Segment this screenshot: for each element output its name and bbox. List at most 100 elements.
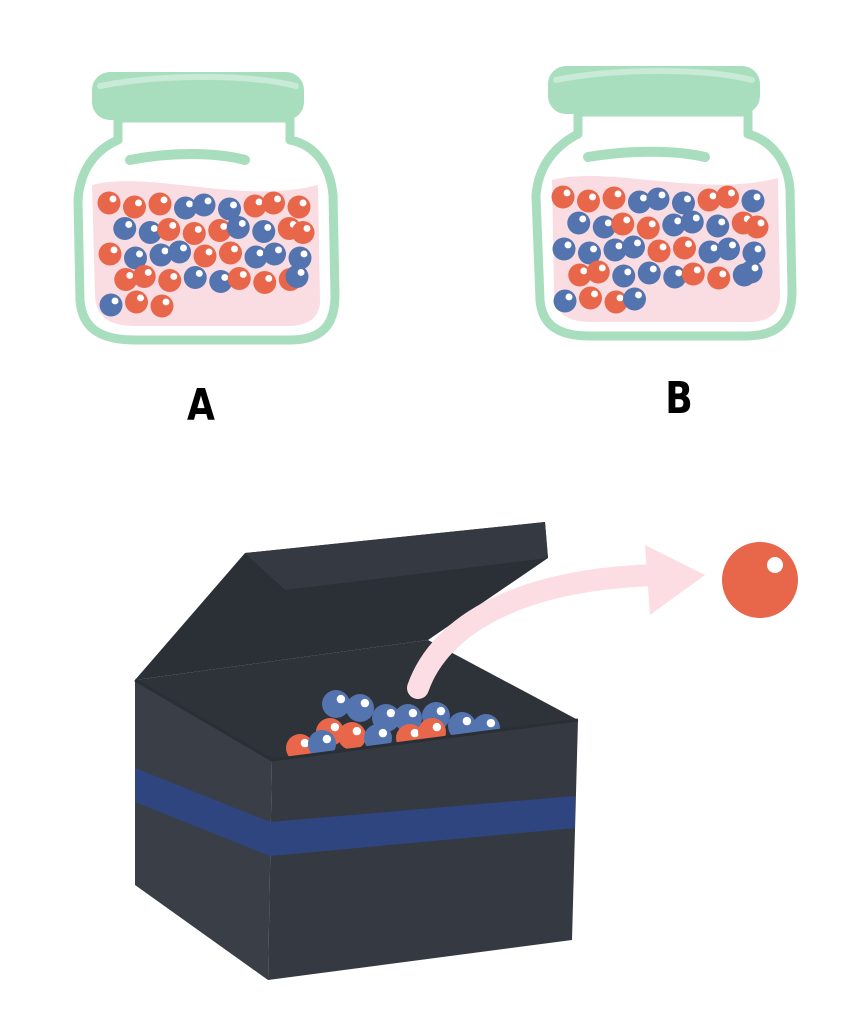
blue-ball (553, 289, 577, 313)
red-ball (219, 241, 242, 265)
box-side (135, 680, 272, 980)
blue-ball (226, 216, 250, 239)
jar-b-shine (583, 146, 710, 162)
box-rim (134, 678, 579, 762)
box-front (268, 720, 578, 980)
red-ball (604, 290, 628, 314)
box-band-front (270, 796, 575, 856)
blue-ball (149, 243, 173, 267)
red-ball-icon (722, 542, 798, 618)
jar-b-label: B (665, 374, 692, 424)
blue-ball (285, 265, 309, 288)
red-ball (193, 244, 217, 268)
box-band-side (135, 768, 270, 856)
red-ball (253, 271, 277, 294)
blue-ball (567, 211, 591, 235)
blue-ball (113, 217, 137, 240)
red-ball (148, 192, 172, 216)
red-ball (611, 212, 635, 236)
blue-ball (706, 214, 730, 238)
blue-ball (646, 187, 670, 211)
red-ball (577, 189, 600, 213)
red-ball (208, 219, 232, 242)
blue-ball (218, 197, 241, 221)
blue-ball (623, 287, 646, 311)
blue-ball (662, 213, 686, 237)
red-ball (132, 265, 156, 288)
box-lid-top (245, 522, 548, 590)
jar-a-label: A (187, 381, 215, 431)
red-ball (636, 216, 660, 240)
blue-ball (322, 690, 350, 718)
blue-ball (168, 240, 191, 264)
red-ball (158, 269, 182, 292)
red-ball (157, 218, 181, 241)
jar-b-lid (548, 66, 760, 114)
blue-ball (174, 196, 197, 220)
blue-ball (263, 242, 286, 266)
blue-ball (612, 264, 636, 288)
red-ball (98, 242, 122, 266)
curved-arrow-head (645, 545, 705, 615)
blue-ball (183, 266, 207, 289)
mystery-box-icon (134, 522, 579, 980)
red-ball (123, 195, 146, 219)
red-ball (114, 268, 138, 291)
red-ball (287, 195, 311, 219)
jar-a (73, 72, 340, 345)
red-ball (243, 194, 267, 218)
jar-a-lid (92, 72, 304, 120)
red-ball (125, 290, 148, 314)
blue-ball (192, 193, 216, 217)
blue-ball (308, 730, 336, 758)
blue-ball (628, 190, 651, 214)
blue-ball (603, 238, 627, 262)
blue-ball (592, 215, 616, 239)
red-ball (227, 267, 251, 290)
blue-ball (717, 237, 740, 261)
blue-ball (288, 246, 312, 270)
curved-arrow-icon (407, 564, 671, 699)
blue-ball (138, 221, 162, 244)
blue-ball (252, 220, 276, 243)
blue-ball (124, 246, 147, 270)
red-ball (97, 191, 121, 215)
red-ball (551, 185, 575, 209)
red-ball (745, 215, 769, 239)
blue-ball (578, 241, 601, 265)
red-ball (291, 221, 315, 244)
red-ball (182, 222, 206, 245)
blue-ball (672, 191, 695, 215)
blue-ball (742, 241, 766, 265)
blue-ball (680, 210, 704, 234)
jar-a-balls (97, 191, 315, 318)
blue-ball (209, 270, 233, 293)
red-ball (262, 191, 285, 215)
red-ball (697, 188, 721, 212)
blue-ball (552, 237, 576, 261)
red-ball (586, 260, 610, 284)
jar-b-balls (551, 185, 769, 314)
red-ball (681, 262, 705, 286)
blue-ball (622, 235, 645, 259)
red-ball (602, 186, 626, 210)
blue-ball (637, 261, 661, 285)
blue-ball (99, 293, 123, 317)
red-ball (568, 263, 592, 287)
jar-a-shine (125, 149, 250, 165)
blue-ball (244, 245, 268, 269)
red-ball (579, 286, 602, 310)
blue-ball (663, 265, 687, 289)
red-ball (673, 236, 696, 260)
jar-b (531, 66, 797, 341)
blue-ball (346, 694, 374, 722)
blue-ball (741, 189, 765, 213)
red-ball (150, 294, 174, 318)
box-balls (286, 690, 500, 762)
red-ball (338, 722, 366, 750)
red-ball (707, 266, 731, 290)
jar-b-lid-rim (553, 68, 755, 83)
blue-ball (698, 240, 722, 264)
jar-a-lid-rim (97, 74, 299, 89)
